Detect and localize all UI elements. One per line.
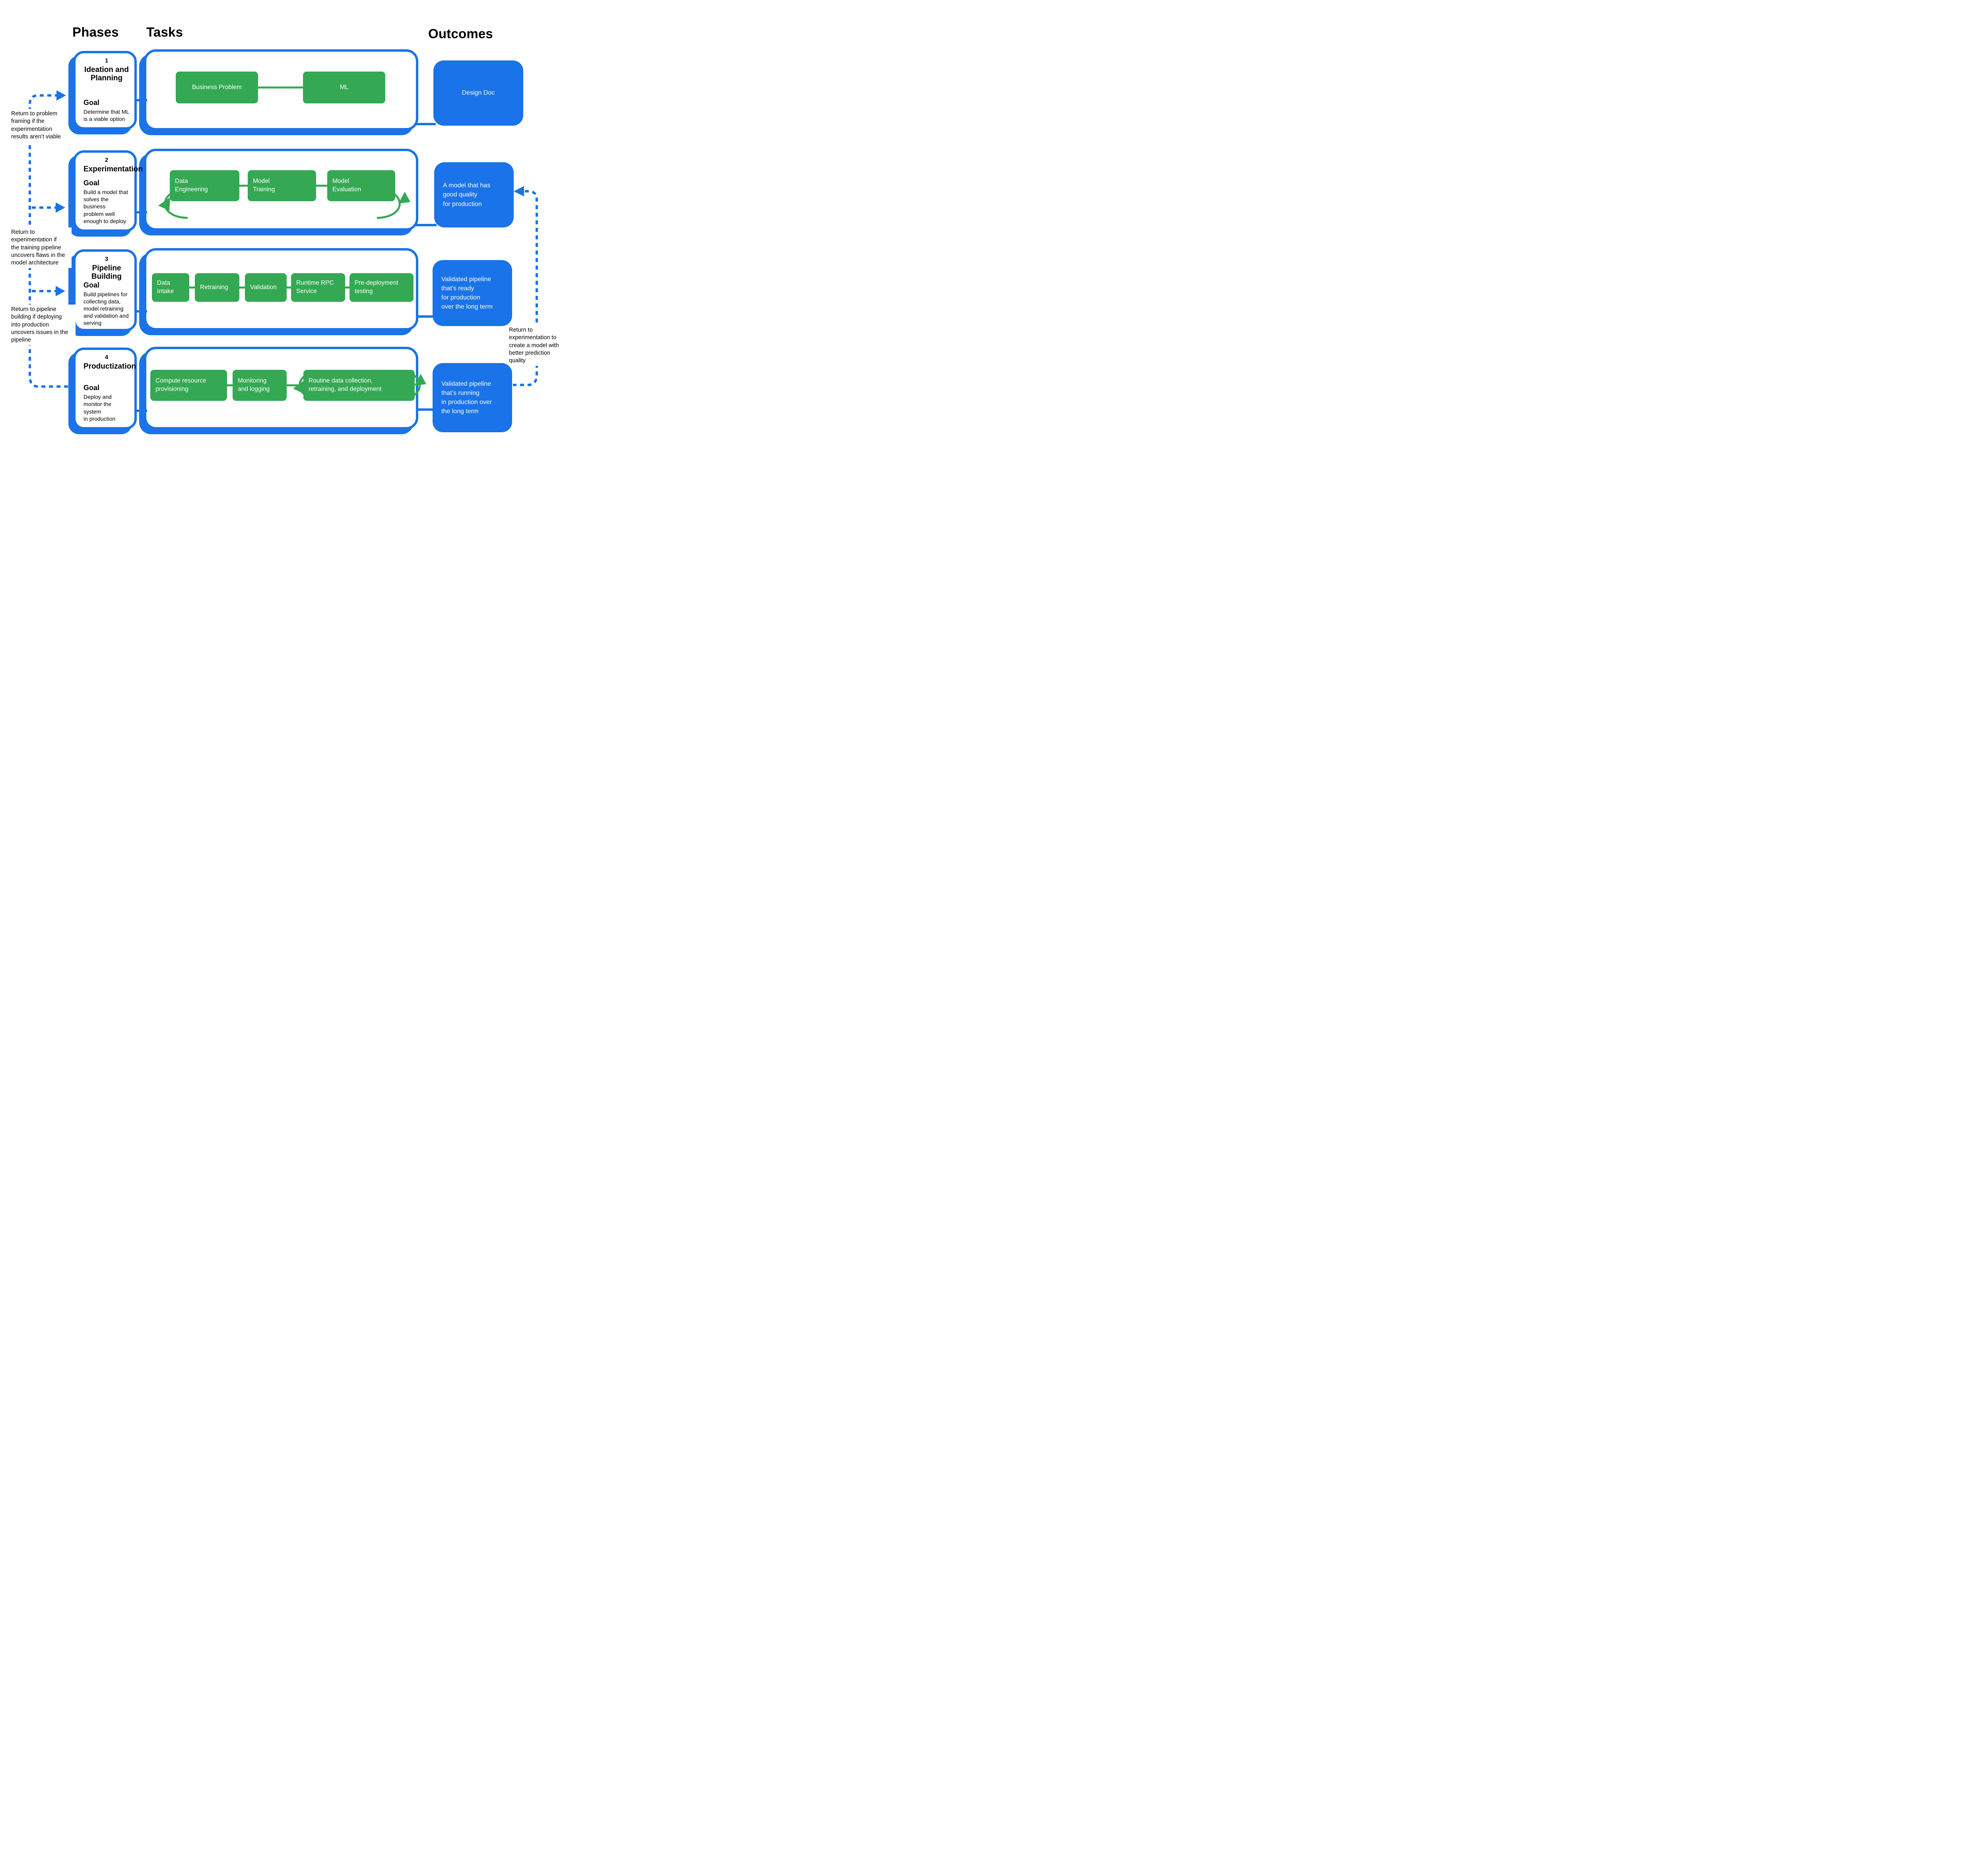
arrowhead-icon (514, 186, 524, 196)
arrowhead-icon (56, 286, 65, 296)
header-tasks: Tasks (146, 25, 183, 39)
mlops-phases-diagram: Phases Tasks Outcomes (0, 0, 564, 465)
task-data-intake: Data Intake (152, 273, 189, 302)
header-phases: Phases (72, 25, 119, 39)
arrowhead-icon (56, 202, 65, 213)
outcome-design-doc: Design Doc (433, 60, 523, 126)
arrowhead-icon (56, 90, 66, 101)
task-ml: ML (303, 72, 385, 103)
task-retraining: Retraining (195, 273, 239, 302)
task-business-problem: Business Problem (176, 72, 258, 103)
goal-label: Goal (83, 98, 100, 107)
goal-text: Build pipelines for collecting data, mod… (83, 291, 129, 326)
task-runtime-rpc-service: Runtime RPC Service (291, 273, 345, 302)
task-model-training: Model Training (248, 170, 316, 201)
goal-label: Goal (83, 384, 100, 392)
goal-text: Deploy and monitor the system in product… (83, 394, 116, 422)
goal-label: Goal (83, 281, 100, 289)
phase-card-ideation: 1 Ideation and Planning Goal Determine t… (73, 51, 137, 130)
phase-number: 4 (105, 354, 109, 361)
header-outcomes: Outcomes (428, 26, 493, 41)
task-model-evaluation: Model Evaluation (327, 170, 395, 201)
phase-card-pipeline-building: 3 Pipeline Building Goal Build pipelines… (73, 249, 137, 331)
note-return-to-experimentation: Return to experimentation if the trainin… (10, 227, 72, 268)
note-return-to-problem-framing: Return to problem framing if the experim… (10, 109, 68, 142)
phase-title: Productization (83, 362, 136, 371)
note-return-to-pipeline-building: Return to pipeline building if deploying… (10, 305, 76, 346)
phase-title: Pipeline Building (91, 264, 122, 281)
phase-card-productization: 4 Productization Goal Deploy and monitor… (73, 348, 137, 429)
task-monitoring-and-logging: Monitoring and logging (233, 370, 287, 401)
phase-number: 3 (105, 256, 109, 262)
note-return-to-experimentation-right: Return to experimentation to create a mo… (508, 325, 564, 366)
task-compute-resource-provisioning: Compute resource provisioning (150, 370, 227, 401)
goal-text: Determine that ML is a viable option (83, 108, 130, 122)
task-routine-data-collection: Routine data collection, retraining, and… (303, 370, 415, 401)
task-pre-deployment-testing: Pre-deployment testing (349, 273, 414, 302)
phase-title: Experimentation (83, 165, 143, 173)
phase-title: Ideation and Planning (84, 66, 129, 83)
task-validation: Validation (245, 273, 287, 302)
outcome-validated-pipeline-running: Validated pipeline that’s running in pro… (433, 363, 512, 432)
task-connectors (189, 86, 349, 387)
phase-card-experimentation: 2 Experimentation Goal Build a model tha… (73, 150, 143, 232)
goal-text: Build a model that solves the business p… (83, 189, 128, 224)
outcome-validated-pipeline-ready: Validated pipeline that’s ready for prod… (433, 260, 512, 326)
goal-label: Goal (83, 179, 100, 187)
task-data-engineering: Data Engineering (170, 170, 239, 201)
outcome-model-good-quality: A model that has good quality for produc… (434, 162, 514, 227)
phase-number: 1 (105, 57, 109, 64)
phase-number: 2 (105, 157, 109, 163)
